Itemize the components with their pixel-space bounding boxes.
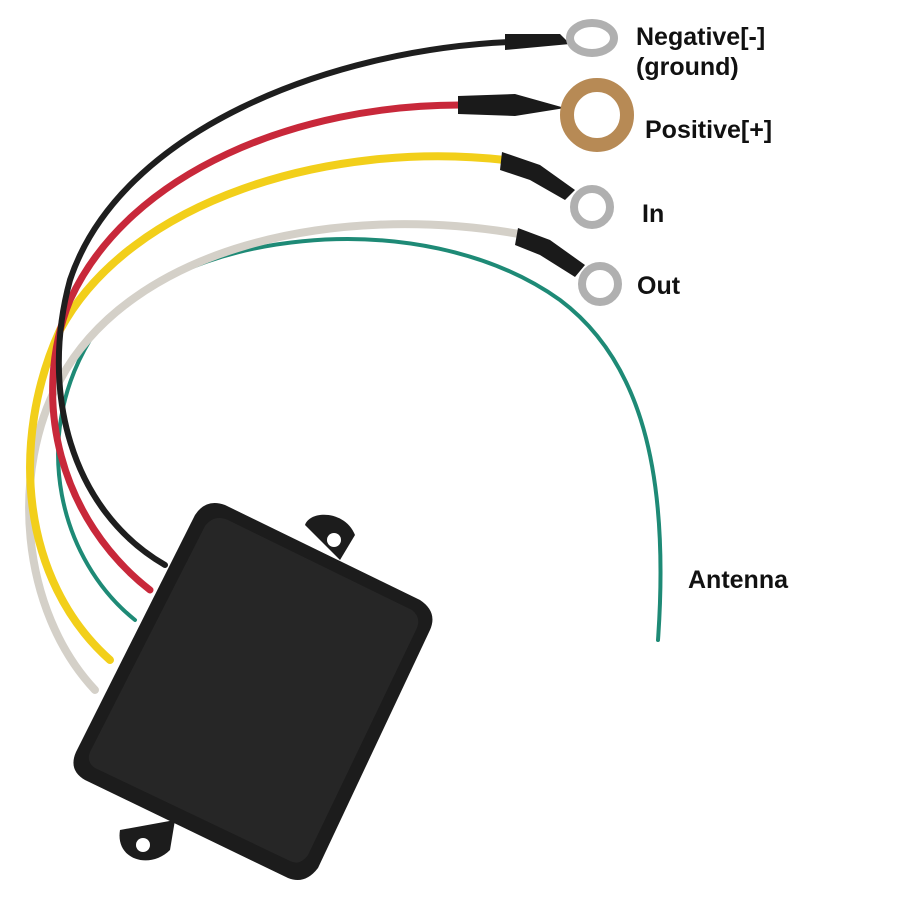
out-label: Out <box>637 272 681 300</box>
black-negative-wire <box>55 39 513 568</box>
control-module <box>73 502 433 881</box>
negative-label: Negative[-] <box>636 23 766 51</box>
out-crimp <box>515 228 585 277</box>
ground-label: (ground) <box>636 53 739 81</box>
negative-ring-terminal <box>566 19 618 57</box>
in-crimp <box>500 152 575 200</box>
positive-crimp <box>458 94 565 116</box>
white-out-wire <box>25 220 529 694</box>
yellow-in-wire <box>26 152 509 664</box>
negative-crimp <box>505 34 570 50</box>
positive-ring-terminal <box>560 78 634 152</box>
antenna-label: Antenna <box>688 566 788 594</box>
in-label: In <box>642 200 665 228</box>
out-ring-terminal <box>578 262 622 306</box>
positive-label: Positive[+] <box>645 116 773 144</box>
red-positive-wire <box>49 101 464 594</box>
green-antenna-wire <box>56 237 663 642</box>
in-ring-terminal <box>570 185 614 229</box>
